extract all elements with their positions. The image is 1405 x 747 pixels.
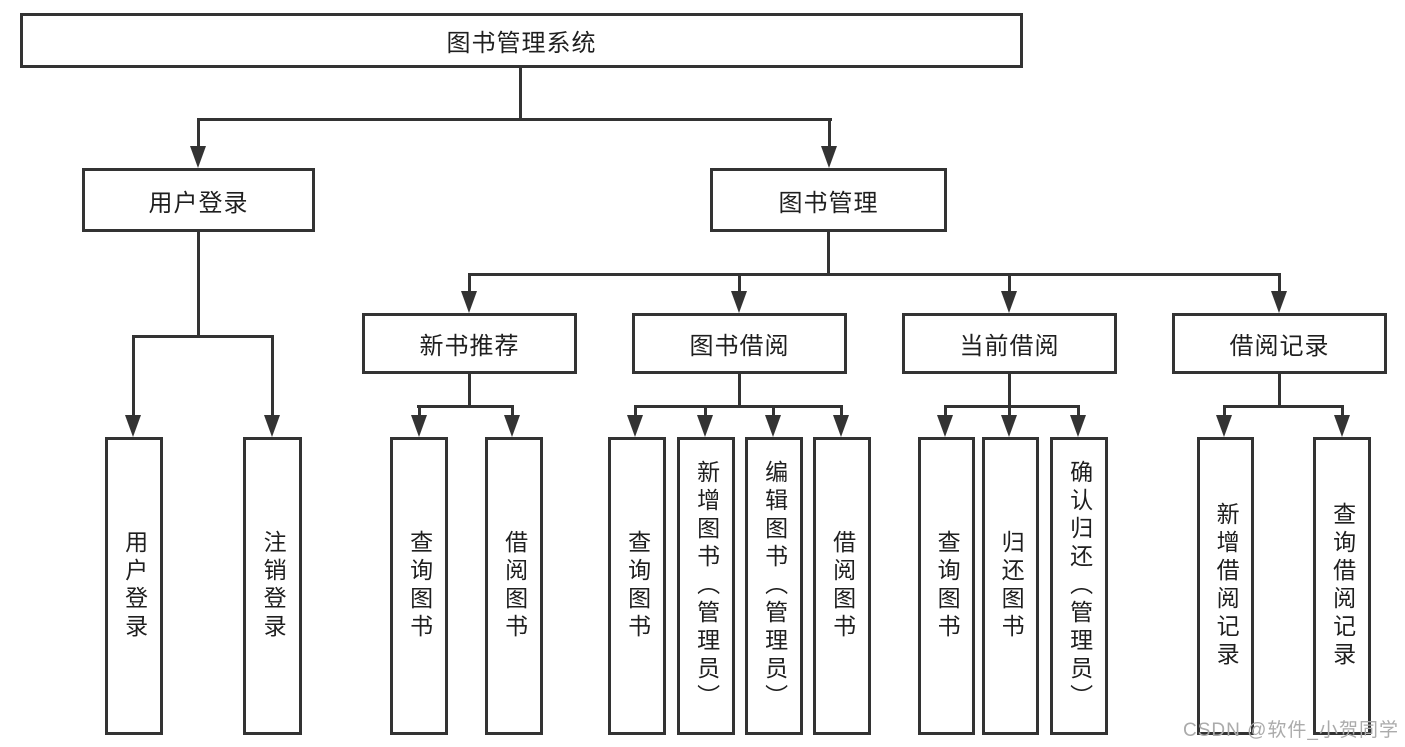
arrowhead-module — [461, 291, 477, 313]
connector-root-split — [197, 118, 832, 121]
connector-bookmgmt-trunk — [827, 231, 830, 275]
node-book-mgmt: 图书管理 — [710, 168, 947, 232]
leaf-logout: 注销登录 — [243, 437, 302, 735]
leaf-label: 注销登录 — [260, 530, 287, 642]
connector-module-stub-1 — [468, 273, 471, 295]
arrowhead-leaf — [1001, 415, 1017, 437]
connector-userlogin-split — [132, 335, 274, 338]
leaf-current-return: 归还图书 — [982, 437, 1039, 735]
arrowhead-leaf — [1216, 415, 1232, 437]
leaf-borrow-borrow: 借阅图书 — [813, 437, 871, 735]
leaf-label: 新增借阅记录 — [1213, 502, 1240, 670]
leaf-user-login: 用户登录 — [105, 437, 163, 735]
leaf-label: 查询借阅记录 — [1329, 502, 1356, 670]
leaf-label: 用户登录 — [121, 530, 148, 642]
leaf-label: 查询图书 — [624, 530, 651, 642]
connector-module-stub-2 — [738, 273, 741, 295]
arrowhead-leaf — [765, 415, 781, 437]
leaf-label: 查询图书 — [934, 530, 961, 642]
node-module-label: 新书推荐 — [419, 333, 520, 360]
node-module-current-borrow: 当前借阅 — [902, 313, 1117, 374]
leaf-label: 新增图书（管理员） — [693, 460, 720, 712]
arrowhead-module — [731, 291, 747, 313]
arrowhead-leaf — [125, 415, 141, 437]
leaf-newbook-query: 查询图书 — [390, 437, 448, 735]
leaf-record-add: 新增借阅记录 — [1197, 437, 1254, 735]
node-module-label: 借阅记录 — [1229, 333, 1330, 360]
node-module-new-book: 新书推荐 — [362, 313, 577, 374]
arrowhead-book-mgmt — [821, 146, 837, 168]
node-module-book-borrow: 图书借阅 — [632, 313, 847, 374]
connector-bookborrow-stub-2 — [704, 405, 707, 417]
node-book-mgmt-label: 图书管理 — [778, 189, 879, 217]
leaf-label: 借阅图书 — [829, 530, 856, 642]
connector-newbook-stub-1 — [418, 405, 421, 417]
node-root: 图书管理系统 — [20, 13, 1023, 68]
arrowhead-leaf — [1070, 415, 1086, 437]
leaf-record-query: 查询借阅记录 — [1313, 437, 1371, 735]
leaf-label: 编辑图书（管理员） — [761, 460, 788, 712]
csdn-watermark: CSDN @软件_小贺同学 — [1183, 720, 1399, 741]
connector-borrowrecord-trunk — [1278, 374, 1281, 408]
connector-bookborrow-trunk — [738, 374, 741, 408]
leaf-current-query: 查询图书 — [918, 437, 975, 735]
connector-currentborrow-stub-3 — [1077, 405, 1080, 417]
connector-module-stub-3 — [1008, 273, 1011, 295]
connector-borrowrecord-stub-1 — [1223, 405, 1226, 417]
leaf-newbook-borrow: 借阅图书 — [485, 437, 543, 735]
node-root-label: 图书管理系统 — [446, 30, 597, 57]
arrowhead-leaf — [627, 415, 643, 437]
connector-userlogin-stub-1 — [132, 335, 135, 419]
arrowhead-leaf — [937, 415, 953, 437]
arrowhead-module — [1271, 291, 1287, 313]
leaf-borrow-add-admin: 新增图书（管理员） — [677, 437, 735, 735]
connector-module-stub-4 — [1278, 273, 1281, 295]
connector-currentborrow-trunk — [1008, 374, 1011, 408]
leaf-label: 查询图书 — [406, 530, 433, 642]
connector-bookmgmt-split — [468, 273, 1281, 276]
leaf-label: 归还图书 — [998, 530, 1025, 642]
arrowhead-leaf — [411, 415, 427, 437]
leaf-label: 确认归还（管理员） — [1066, 460, 1093, 712]
connector-bookborrow-stub-4 — [840, 405, 843, 417]
arrowhead-leaf — [833, 415, 849, 437]
connector-currentborrow-stub-2 — [1008, 405, 1011, 417]
connector-borrowrecord-stub-2 — [1341, 405, 1344, 417]
connector-newbook-stub-2 — [511, 405, 514, 417]
connector-bookborrow-stub-1 — [634, 405, 637, 417]
connector-newbook-trunk — [468, 374, 471, 408]
arrowhead-leaf — [1334, 415, 1350, 437]
connector-bookborrow-split — [635, 405, 843, 408]
arrowhead-module — [1001, 291, 1017, 313]
connector-userlogin-stub-2 — [271, 335, 274, 419]
connector-userlogin-trunk — [197, 231, 200, 337]
node-module-label: 图书借阅 — [689, 333, 790, 360]
connector-root-right-stub — [828, 118, 831, 150]
connector-bookborrow-stub-3 — [772, 405, 775, 417]
arrowhead-leaf — [504, 415, 520, 437]
connector-borrowrecord-split — [1223, 405, 1344, 408]
connector-root-left-stub — [197, 118, 200, 150]
connector-currentborrow-split — [944, 405, 1080, 408]
connector-newbook-split — [417, 405, 514, 408]
node-user-login: 用户登录 — [82, 168, 315, 232]
node-module-borrow-record: 借阅记录 — [1172, 313, 1387, 374]
connector-root-trunk — [519, 67, 522, 120]
arrowhead-leaf — [264, 415, 280, 437]
node-user-login-label: 用户登录 — [148, 189, 249, 217]
arrowhead-leaf — [697, 415, 713, 437]
leaf-borrow-query: 查询图书 — [608, 437, 666, 735]
arrowhead-user-login — [190, 146, 206, 168]
leaf-borrow-edit-admin: 编辑图书（管理员） — [745, 437, 803, 735]
node-module-label: 当前借阅 — [959, 333, 1060, 360]
connector-currentborrow-stub-1 — [944, 405, 947, 417]
leaf-current-confirm-admin: 确认归还（管理员） — [1050, 437, 1108, 735]
leaf-label: 借阅图书 — [501, 530, 528, 642]
